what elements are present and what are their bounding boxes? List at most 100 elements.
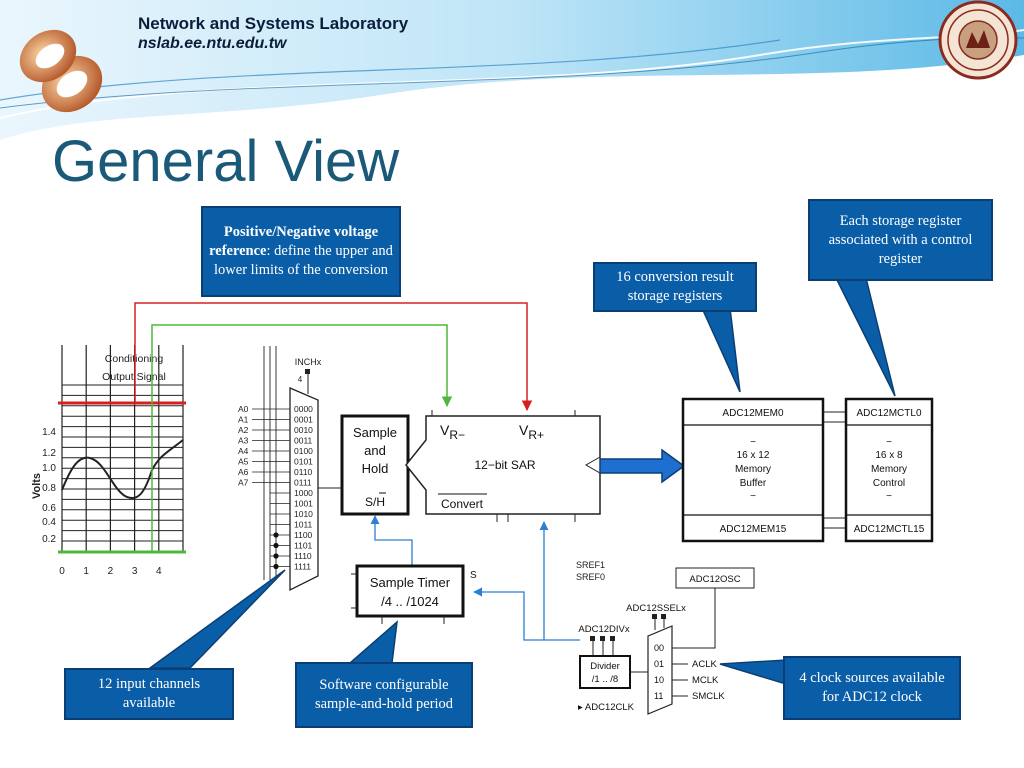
- ctl-dash2: −: [886, 491, 892, 502]
- plot-ytick: 0.6: [42, 503, 56, 514]
- plot-ytick: 0.4: [42, 517, 56, 528]
- mux-junction-dot: [273, 563, 279, 570]
- callout-control-text: Each storage register associated with a …: [828, 212, 973, 267]
- plot-xtick: 3: [132, 566, 138, 577]
- mux-code: 1101: [294, 541, 313, 551]
- mux-code: 1011: [294, 520, 313, 530]
- inch-label: INCHx: [295, 357, 322, 367]
- mux-code: 0000: [294, 404, 313, 414]
- ctl-top: ADC12MCTL0: [856, 408, 921, 419]
- plot-ytick: 1.0: [42, 463, 56, 474]
- university-seal: [938, 0, 1018, 80]
- convert-label: Convert: [441, 497, 484, 511]
- timer-to-sh-wire: [370, 515, 413, 566]
- inch-node: [305, 369, 310, 374]
- ctl-l1: 16 x 8: [875, 450, 903, 461]
- mux-code: 0011: [294, 436, 313, 446]
- clock-code: 11: [654, 691, 663, 701]
- mux-code: 1100: [294, 530, 313, 540]
- memory-control: ADC12MCTL0 − 16 x 8 Memory Control − ADC…: [844, 397, 934, 543]
- slide-title: General View: [52, 129, 400, 194]
- plot-xtick: 2: [108, 566, 114, 577]
- clock-source-label: ACLK: [692, 659, 717, 670]
- sh-line1: Sample: [353, 425, 397, 440]
- callout-storage-text: 16 conversion result storage registers: [616, 269, 734, 304]
- callout-timer: Software configurable sample-and-hold pe…: [295, 662, 473, 728]
- plot-title-line1: Conditioning: [105, 353, 164, 365]
- mux-channel-label: A4: [238, 446, 249, 456]
- clock-source-label: MCLK: [692, 675, 719, 686]
- mem-l3: Buffer: [740, 478, 767, 489]
- osc-label: ADC12OSC: [689, 574, 740, 585]
- mux-code: 1110: [294, 551, 312, 561]
- mux-code: 0111: [294, 478, 312, 488]
- timer-line2: /4 .. /1024: [381, 594, 439, 609]
- plot-title-line2: Output Signal: [102, 371, 166, 383]
- clk-to-sar-wire: [539, 521, 580, 641]
- mux-code: 1001: [294, 499, 313, 509]
- plot-ytick: 0.2: [42, 534, 56, 545]
- ctl-l2: Memory: [871, 464, 907, 475]
- callout-clock-text: 4 clock sources available for ADC12 cloc…: [799, 670, 945, 705]
- mux-code: 1111: [294, 562, 311, 572]
- data-out-arrow: [599, 448, 686, 484]
- mux-code: 0110: [294, 467, 313, 477]
- lab-url[interactable]: nslab.ee.ntu.edu.tw: [138, 35, 287, 52]
- callout-clock: 4 clock sources available for ADC12 cloc…: [783, 656, 961, 720]
- sh-label: S/H: [365, 495, 385, 509]
- callout-storage: 16 conversion result storage registers: [593, 262, 757, 312]
- clk-to-timer-wire: [473, 587, 544, 641]
- mux-channel-label: A1: [238, 415, 249, 425]
- mem-dash1: −: [750, 437, 756, 448]
- ctl-l3: Control: [873, 478, 905, 489]
- ssel-label: ADC12SSELx: [626, 603, 686, 614]
- callout-inputs-text: 12 input channels available: [97, 676, 201, 711]
- plot-xtick: 4: [156, 566, 162, 577]
- divider-line1: Divider: [590, 661, 620, 672]
- sref1-label: SREF1: [576, 560, 605, 570]
- conditioning-plot: Conditioning Output Signal Volts 1.41.21…: [31, 345, 186, 577]
- sar-label: 12−bit SAR: [474, 458, 535, 472]
- callout-control: Each storage register associated with a …: [808, 199, 993, 281]
- mem-top: ADC12MEM0: [722, 408, 784, 419]
- clk-out-label: ▸ ADC12CLK: [578, 702, 635, 713]
- callout-reference: Positive/Negative voltage reference: def…: [201, 206, 401, 297]
- vr-plus-wire: [134, 302, 533, 412]
- mux-code: 0101: [294, 457, 313, 467]
- callout-inputs: 12 input channels available: [64, 668, 234, 720]
- plot-ytick: 0.8: [42, 483, 56, 494]
- divider-box: [579, 655, 631, 689]
- callout-reference-text: : define the upper and lower limits of t…: [214, 243, 393, 278]
- lab-logo: [19, 29, 103, 113]
- div-label: ADC12DIVx: [578, 624, 629, 635]
- plot-ytick: 1.2: [42, 448, 56, 459]
- ctl-bottom: ADC12MCTL15: [854, 524, 925, 535]
- mux-code: 0001: [294, 415, 313, 425]
- mem-ctl-links: [823, 411, 846, 529]
- ctl-dash1: −: [886, 437, 892, 448]
- callout-tails: [147, 277, 896, 686]
- mux-channel-label: A0: [238, 404, 249, 414]
- mux-channel-label: A6: [238, 467, 249, 477]
- lab-name: Network and Systems Laboratory: [138, 14, 409, 33]
- vr-minus-wire: [151, 324, 453, 552]
- clock-source-label: SMCLK: [692, 691, 725, 702]
- mux-junction-dot: [273, 553, 279, 559]
- timer-line1: Sample Timer: [370, 575, 451, 590]
- plot-xtick: 1: [83, 566, 89, 577]
- mux-channel-label: A3: [238, 436, 249, 446]
- vr-minus-label: VR−: [440, 422, 465, 442]
- plot-xtick: 0: [59, 566, 65, 577]
- callout-reference-bold: Positive/Negative voltage reference: [209, 224, 379, 259]
- plot-ytick: 1.4: [42, 427, 56, 438]
- signal-curve: [61, 439, 184, 499]
- timer-s-mark: S: [470, 570, 477, 581]
- inch-width: 4: [298, 375, 303, 384]
- memory-buffer: ADC12MEM0 − 16 x 12 Memory Buffer − ADC1…: [681, 397, 825, 543]
- mux-junction-dot: [273, 542, 279, 549]
- sref0-label: SREF0: [576, 572, 605, 582]
- mux-body: [289, 387, 319, 592]
